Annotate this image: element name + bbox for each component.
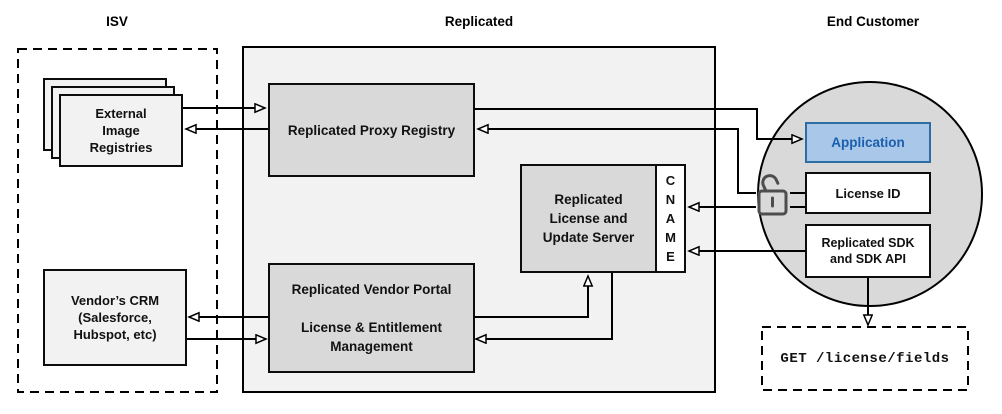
- cname-node: C N A M E: [655, 164, 686, 273]
- get-license-fields-label: GET /license/fields: [780, 350, 950, 367]
- vendor-portal-node: Replicated Vendor Portal License & Entit…: [268, 263, 475, 373]
- arrow-proxy-to-application: [475, 108, 802, 139]
- end-customer-region-label: End Customer: [826, 14, 920, 29]
- replicated-proxy-registry-node: Replicated Proxy Registry: [268, 83, 475, 177]
- isv-region-label: ISV: [106, 14, 128, 29]
- arrow-portal-to-update-server: [475, 276, 588, 318]
- vendor-crm-node: Vendor’s CRM (Salesforce, Hubspot, etc): [43, 269, 187, 366]
- replicated-region-label: Replicated: [444, 14, 514, 29]
- license-update-server-node: Replicated License and Update Server: [520, 164, 657, 273]
- license-id-node: License ID: [805, 172, 931, 214]
- external-image-registries-node: External Image Registries: [59, 94, 183, 167]
- unlock-icon: [757, 174, 788, 216]
- application-node: Application: [805, 122, 931, 163]
- arrow-license-to-proxy: [478, 129, 756, 194]
- replicated-sdk-node: Replicated SDK and SDK API: [805, 224, 931, 278]
- arrow-update-server-to-portal: [476, 273, 613, 339]
- get-request-box: [761, 326, 969, 391]
